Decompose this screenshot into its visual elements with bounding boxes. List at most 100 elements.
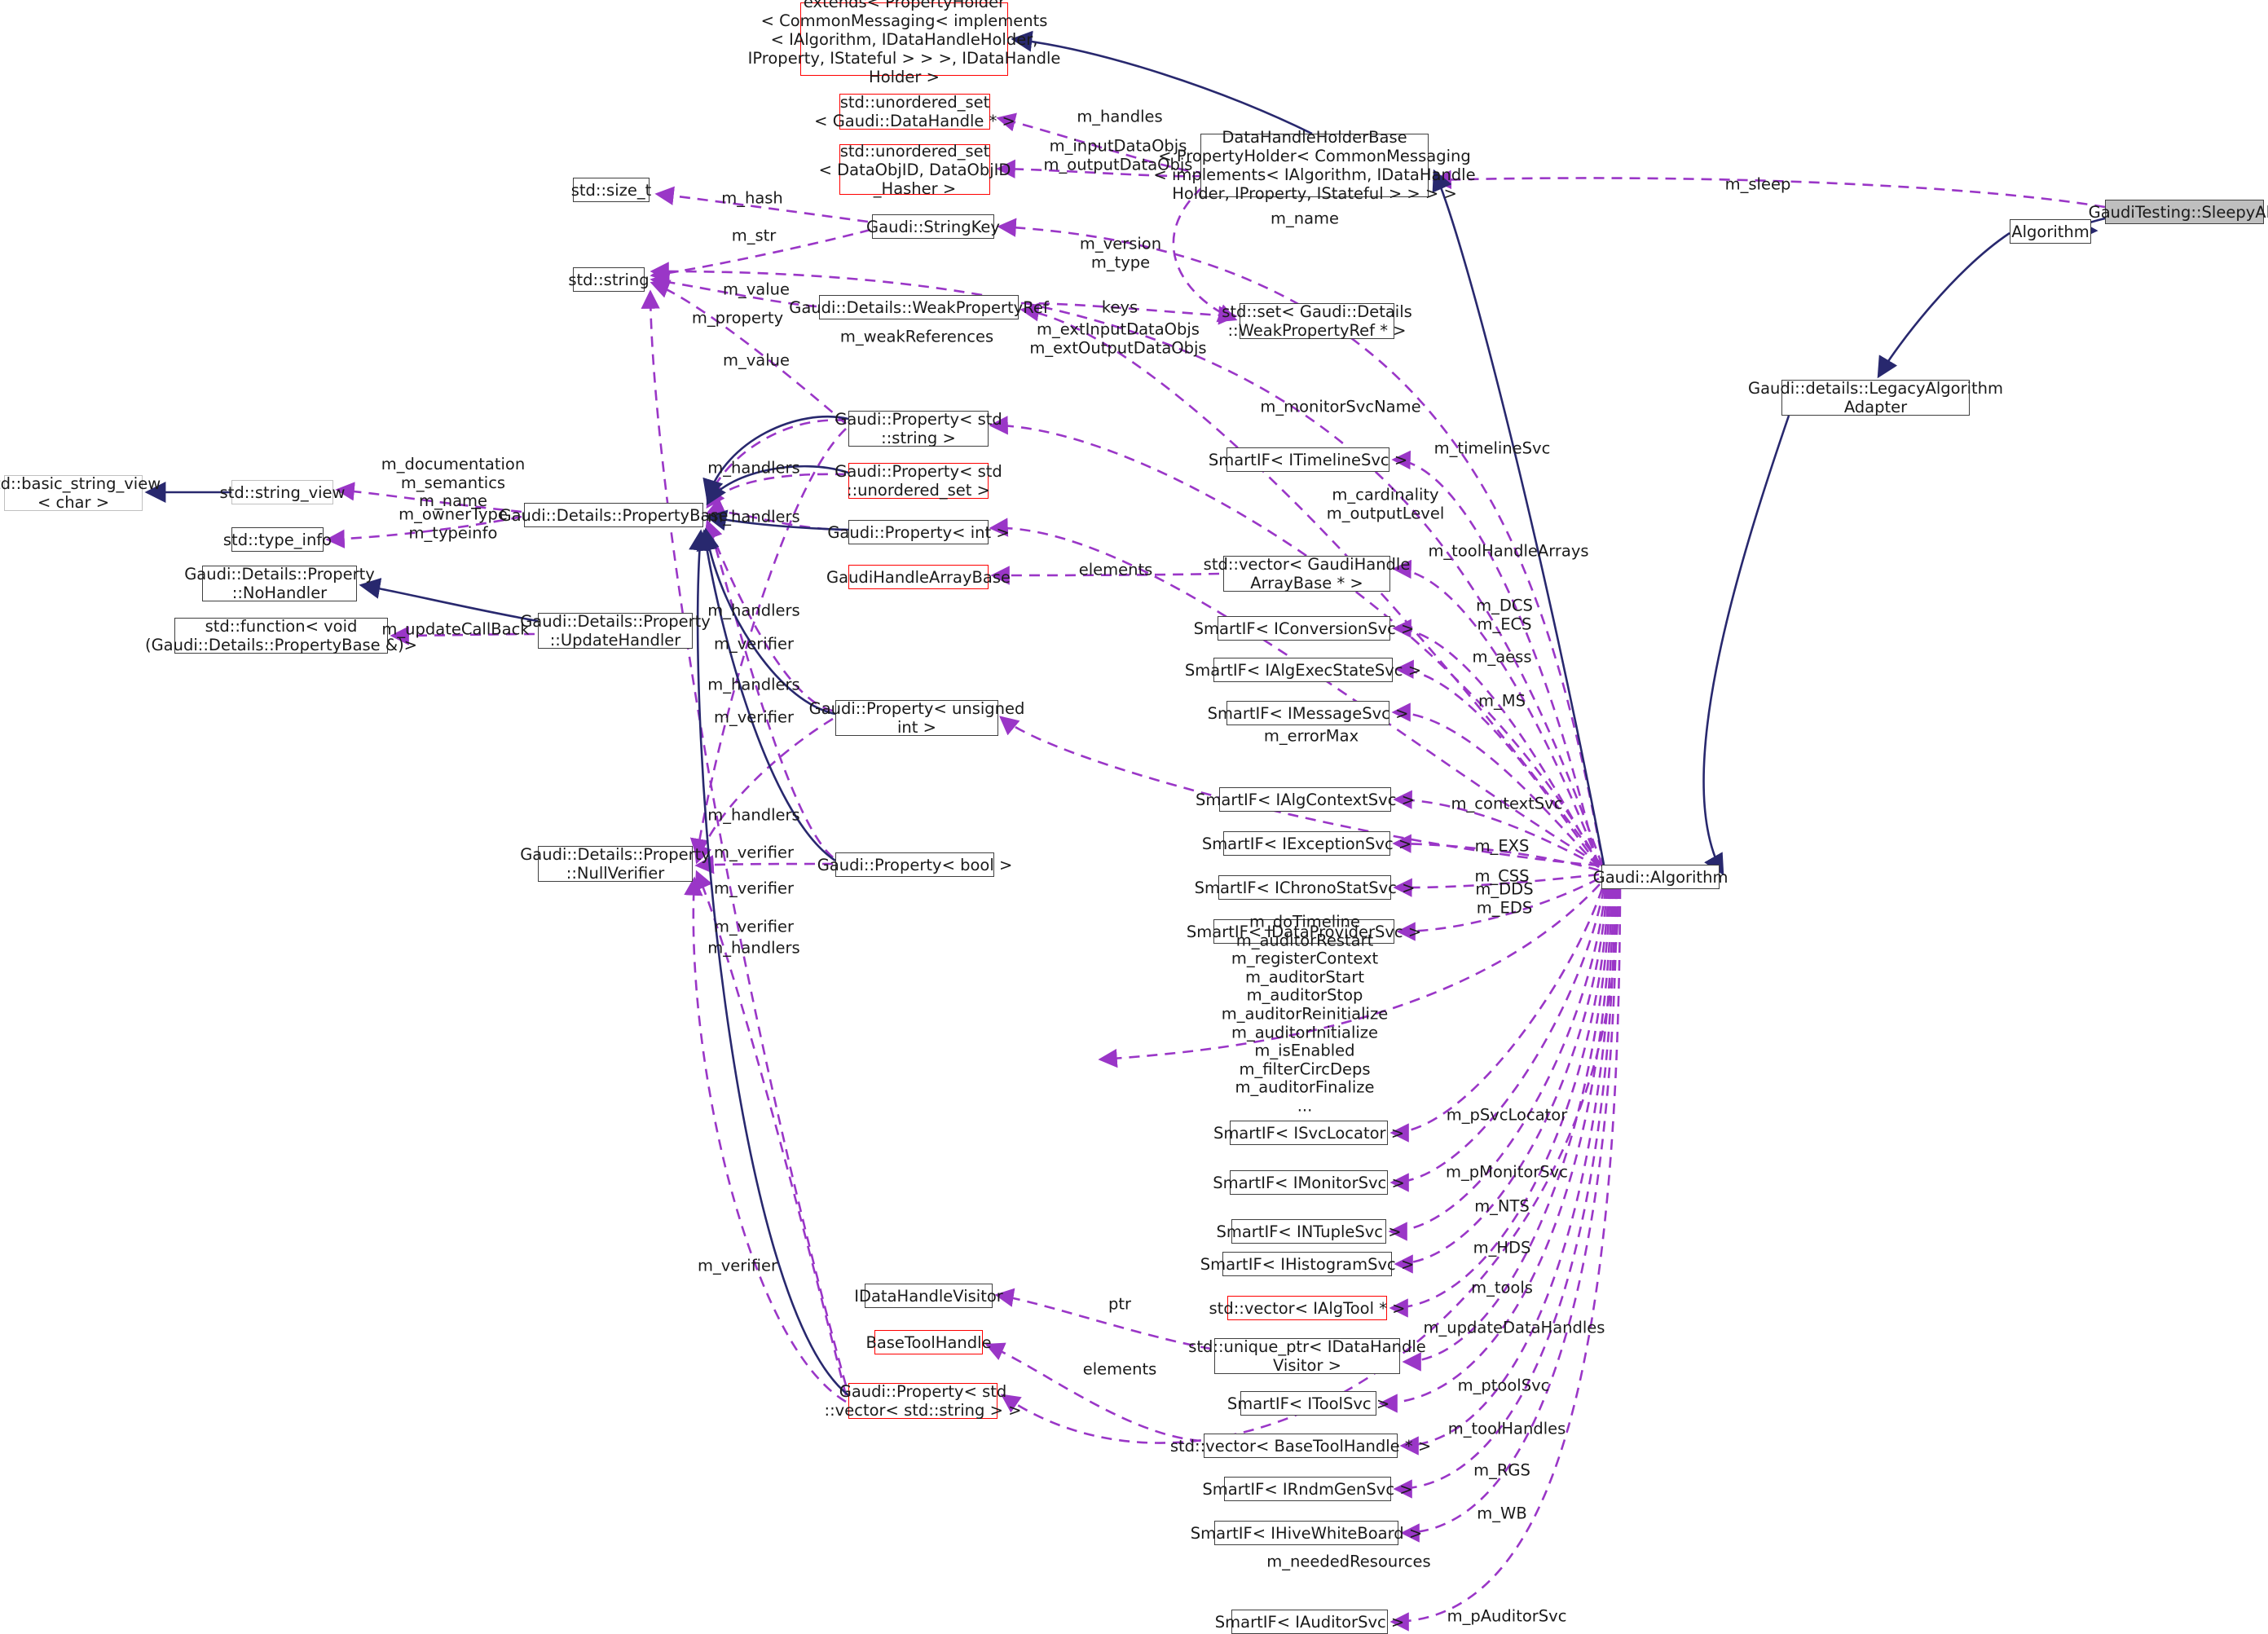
- class-node-gaudi_algorithm[interactable]: Gaudi::Algorithm: [1593, 865, 1728, 889]
- class-node-vector_gaudihandlearraybase[interactable]: std::vector< GaudiHandle ArrayBase * >: [1203, 555, 1411, 592]
- edge-label-m_verifier_3: m_verifier: [713, 843, 795, 862]
- edge-label-m_updateDataHandles: m_updateDataHandles: [1423, 1318, 1605, 1337]
- class-node-weakpropertyref[interactable]: Gaudi::Details::WeakPropertyRef: [789, 295, 1049, 319]
- class-node-basetoolhandle[interactable]: BaseToolHandle: [865, 1330, 992, 1354]
- class-node-property_int[interactable]: Gaudi::Property< int >: [827, 520, 1010, 544]
- edge-label-m_value_2: m_value: [722, 350, 790, 370]
- class-node-gaudihandlearraybase[interactable]: GaudiHandleArrayBase: [826, 565, 1011, 589]
- class-node-function_void[interactable]: std::function< void (Gaudi::Details::Pro…: [144, 617, 418, 654]
- class-node-idatahandlevisitor[interactable]: IDataHandleVisitor: [854, 1284, 1003, 1308]
- edge-label-m_tools: m_tools: [1471, 1278, 1533, 1297]
- edge-label-keys: keys: [1101, 297, 1138, 317]
- class-node-property_string[interactable]: Gaudi::Property< std ::string >: [835, 410, 1002, 447]
- class-node-set_weakpropertyref[interactable]: std::set< Gaudi::Details ::WeakPropertyR…: [1222, 302, 1412, 340]
- class-node-std_string[interactable]: std::string: [568, 267, 650, 292]
- class-node-vector_basetoolhandle[interactable]: std::vector< BaseToolHandle * >: [1170, 1434, 1431, 1458]
- edge-label-m_sleep: m_sleep: [1724, 174, 1791, 194]
- edge-label-elements_1: elements: [1078, 560, 1153, 579]
- edge-label-m_aess: m_aess: [1472, 647, 1532, 667]
- class-node-smartif_intuplesvc[interactable]: SmartIF< INTupleSvc >: [1216, 1219, 1402, 1244]
- edge-label-m_ptoolSvc: m_ptoolSvc: [1457, 1376, 1550, 1395]
- edge-label-m_toolHandleArrays: m_toolHandleArrays: [1428, 541, 1589, 561]
- class-node-property_unsigned_int[interactable]: Gaudi::Property< unsigned int >: [808, 699, 1025, 737]
- edge-label-m_documentation: m_documentation m_semantics m_name: [381, 455, 526, 511]
- class-node-string_view[interactable]: std::string_view: [220, 480, 345, 504]
- edge-label-m_handlers_4: m_handlers: [707, 675, 800, 694]
- class-node-smartif_isvclocator[interactable]: SmartIF< ISvcLocator >: [1213, 1121, 1404, 1145]
- class-node-stringkey[interactable]: Gaudi::StringKey: [866, 214, 1000, 239]
- class-node-unordered_set_datahandle[interactable]: std::unordered_set < Gaudi::DataHandle *…: [814, 93, 1015, 130]
- edge-label-m_pMonitorSvc: m_pMonitorSvc: [1446, 1162, 1568, 1182]
- class-node-smartif_ihivewhiteboard[interactable]: SmartIF< IHiveWhiteBoard >: [1191, 1521, 1422, 1545]
- class-node-smartif_itoolsvc[interactable]: SmartIF< IToolSvc >: [1227, 1391, 1389, 1416]
- edge-label-m_cardinality: m_cardinality m_outputLevel: [1326, 485, 1445, 522]
- edge-label-m_doTimeline: m_doTimeline m_auditorRestart m_register…: [1221, 912, 1389, 1116]
- class-node-type_info[interactable]: std::type_info: [223, 527, 332, 552]
- class-node-property_unordered_set[interactable]: Gaudi::Property< std ::unordered_set >: [835, 462, 1002, 500]
- class-node-property_nullverifier[interactable]: Gaudi::Details::Property ::NullVerifier: [520, 845, 711, 883]
- class-node-smartif_iexceptionsvc[interactable]: SmartIF< IExceptionSvc >: [1202, 831, 1411, 856]
- edge-label-m_MS: m_MS: [1478, 691, 1526, 711]
- edge-label-m_verifier_2: m_verifier: [713, 707, 795, 727]
- edge-label-m_timelineSvc: m_timelineSvc: [1433, 438, 1551, 458]
- edge-label-m_handlers_5: m_handlers: [707, 805, 800, 825]
- edge-label-m_value_1: m_value: [722, 280, 790, 299]
- edge-label-elements_2: elements: [1082, 1359, 1157, 1379]
- class-node-sleepyalg[interactable]: GaudiTesting::SleepyAlg: [2089, 200, 2268, 224]
- class-node-vector_ialgtool[interactable]: std::vector< IAlgTool * >: [1209, 1296, 1405, 1320]
- edge-label-m_handlers_3: m_handlers: [707, 601, 800, 620]
- edge-label-m_toolHandles: m_toolHandles: [1447, 1419, 1566, 1438]
- class-node-smartif_iauditorsvc[interactable]: SmartIF< IAuditorSvc >: [1215, 1610, 1404, 1634]
- edge-label-m_verifier_1: m_verifier: [713, 634, 795, 654]
- class-node-propertybase[interactable]: Gaudi::Details::PropertyBase: [499, 503, 729, 527]
- edge-label-m_inputDataObjs: m_inputDataObjs m_outputDataObjs: [1043, 136, 1193, 174]
- class-node-size_t[interactable]: std::size_t: [571, 178, 651, 202]
- edge-label-m_WB: m_WB: [1477, 1504, 1527, 1523]
- edge-label-m_property: m_property: [691, 308, 784, 328]
- class-node-basic_string_view[interactable]: std::basic_string_view < char >: [0, 474, 161, 512]
- edge-label-m_handlers_2: m_handlers: [707, 507, 800, 526]
- class-node-smartif_ichronostatsvc[interactable]: SmartIF< IChronoStatSvc >: [1195, 875, 1415, 900]
- edge-label-m_weakReferences: m_weakReferences: [839, 327, 994, 346]
- edge-label-m_extInput: m_extInputDataObjs m_extOutputDataObjs: [1029, 319, 1207, 357]
- class-node-smartif_iconversionsvc[interactable]: SmartIF< IConversionSvc >: [1194, 616, 1414, 641]
- class-node-property_updatehandler[interactable]: Gaudi::Details::Property ::UpdateHandler: [520, 612, 711, 650]
- edge-label-m_monitorSvcName: m_monitorSvcName: [1260, 397, 1421, 416]
- edge-label-m_handlers_1: m_handlers: [707, 458, 800, 478]
- edge-label-m_contextSvc: m_contextSvc: [1451, 794, 1563, 813]
- edge-label-m_handles: m_handles: [1077, 107, 1163, 126]
- class-node-property_nohandler[interactable]: Gaudi::Details::Property ::NoHandler: [184, 565, 375, 602]
- class-node-unordered_set_dataobjid[interactable]: std::unordered_set < DataObjID, DataObjI…: [818, 141, 1011, 198]
- class-node-smartif_irndmgensvc[interactable]: SmartIF< IRndmGenSvc >: [1202, 1477, 1413, 1501]
- edge-label-m_verifier_4: m_verifier: [713, 879, 795, 898]
- edge-label-m_HDS: m_HDS: [1473, 1238, 1531, 1257]
- class-node-smartif_ihistogramsvc[interactable]: SmartIF< IHistogramSvc >: [1200, 1252, 1414, 1276]
- class-node-smartif_ialgcontextsvc[interactable]: SmartIF< IAlgContextSvc >: [1196, 787, 1415, 812]
- edge-label-m_errorMax: m_errorMax: [1263, 726, 1359, 746]
- class-node-property_bool[interactable]: Gaudi::Property< bool >: [817, 852, 1012, 877]
- class-node-unique_ptr_idatahandlevisitor[interactable]: std::unique_ptr< IDataHandle Visitor >: [1188, 1337, 1426, 1375]
- edge-label-m_handlers_6: m_handlers: [707, 938, 800, 958]
- edge-label-m_EXS: m_EXS: [1474, 836, 1530, 856]
- class-node-extends_propertyholder[interactable]: extends< PropertyHolder < CommonMessagin…: [747, 0, 1061, 86]
- edge-label-m_NTS: m_NTS: [1474, 1196, 1530, 1216]
- class-node-smartif_imonitorsvc[interactable]: SmartIF< IMonitorSvc >: [1213, 1170, 1405, 1195]
- edge-label-m_updateCallBack: m_updateCallBack: [381, 619, 530, 639]
- edge-label-m_pSvcLocator: m_pSvcLocator: [1446, 1105, 1568, 1125]
- edge-label-m_pAuditorSvc: m_pAuditorSvc: [1447, 1606, 1567, 1626]
- class-node-smartif_imessagesvc[interactable]: SmartIF< IMessageSvc >: [1208, 701, 1408, 725]
- class-node-algorithm_base[interactable]: Algorithm: [2010, 219, 2091, 244]
- edge-label-m_DCS: m_DCS m_ECS: [1476, 596, 1533, 633]
- class-node-property_vector_string[interactable]: Gaudi::Property< std ::vector< std::stri…: [824, 1382, 1022, 1420]
- edge-label-m_verifier_5: m_verifier: [713, 917, 795, 936]
- class-node-smartif_ialgexecstatesvc[interactable]: SmartIF< IAlgExecStateSvc >: [1185, 658, 1421, 682]
- edge-label-m_DDS: m_DDS m_EDS: [1475, 879, 1534, 917]
- edge-label-m_neededResources: m_neededResources: [1266, 1552, 1431, 1571]
- class-node-legacyalgorithmadapter[interactable]: Gaudi::details::LegacyAlgorithm Adapter: [1747, 379, 2004, 416]
- edge-label-m_hash: m_hash: [721, 188, 783, 208]
- class-node-datahandleholderbase[interactable]: DataHandleHolderBase < PropertyHolder< C…: [1153, 128, 1476, 203]
- edge-label-m_verifier_6: m_verifier: [697, 1256, 778, 1275]
- edge-label-ptr: ptr: [1108, 1294, 1132, 1314]
- class-node-smartif_itimelinesvc[interactable]: SmartIF< ITimelineSvc >: [1209, 447, 1407, 472]
